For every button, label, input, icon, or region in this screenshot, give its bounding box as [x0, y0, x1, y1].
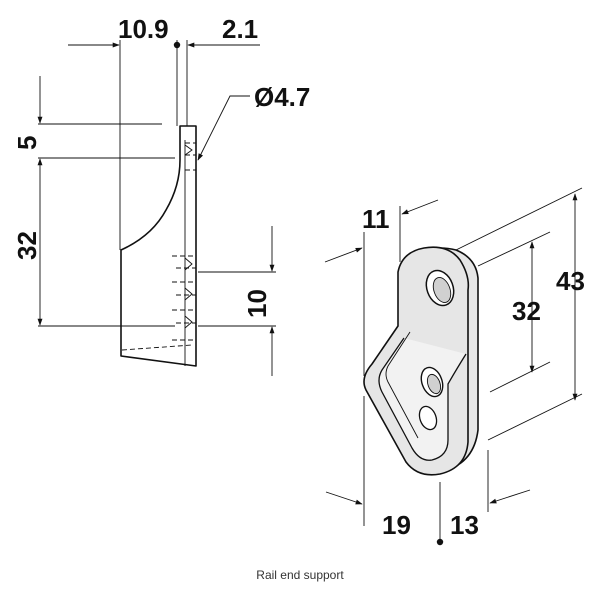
dim-line-cutout-width: [324, 247, 363, 263]
side-view: 10.9 2.1 Ø4.7 5 32 10: [12, 14, 310, 376]
label-height: 43: [556, 266, 585, 296]
iso-lower-hole: [418, 405, 438, 431]
label-plate-thickness: 2.1: [222, 14, 258, 44]
extension-line: [487, 393, 583, 441]
dim-dot: [173, 41, 181, 49]
label-hole-spacing: 32: [12, 231, 42, 260]
label-depth-iso: 13: [450, 510, 479, 540]
dim-line-cutout-width: [401, 199, 439, 215]
leader-hole: [197, 95, 250, 161]
extension-line: [477, 231, 551, 267]
iso-view: 11 32 43 19 13: [324, 187, 585, 546]
iso-inner-cup: [378, 337, 467, 461]
label-depth: 10.9: [118, 14, 169, 44]
label-cutout-width: 11: [362, 204, 390, 234]
side-view-outline: [120, 125, 197, 367]
dim-dot: [436, 538, 444, 546]
extension-line: [455, 187, 583, 251]
figure-caption: Rail end support: [256, 568, 344, 582]
iso-cup-rim: [385, 331, 419, 439]
label-bottom-offset: 10: [242, 289, 272, 318]
label-width: 19: [382, 510, 411, 540]
label-iso-hole-spacing: 32: [512, 296, 541, 326]
label-hole-diameter: Ø4.7: [254, 82, 310, 112]
dim-line-depth-iso: [489, 489, 531, 504]
side-view-hidden-lines: [121, 142, 196, 351]
iso-top-hole-inner: [432, 277, 452, 303]
side-view-countersinks: [184, 144, 193, 329]
extension-line: [489, 361, 551, 393]
dim-line-width: [325, 491, 363, 505]
label-top-offset: 5: [12, 136, 42, 150]
iso-middle-hole-inner: [426, 373, 442, 395]
